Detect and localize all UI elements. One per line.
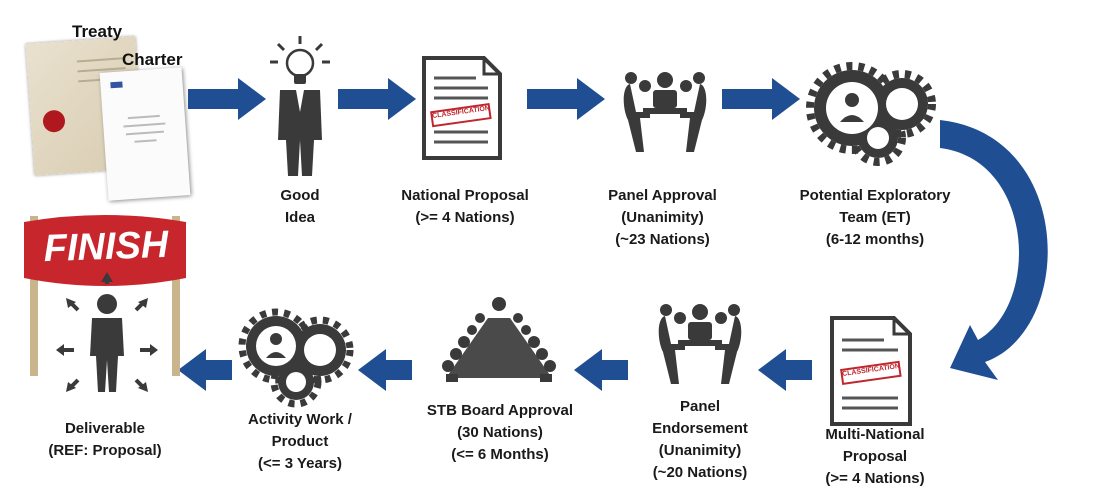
- gears-work-icon: [238, 308, 354, 408]
- proposal-document-icon: [422, 56, 502, 160]
- lightbulb-person-icon: [270, 36, 330, 176]
- multinational-document-icon: [830, 316, 912, 426]
- label-panel-approval: Panel Approval(Unanimity)(~23 Nations): [608, 187, 717, 248]
- flow-arrow-4: [722, 78, 800, 120]
- flow-arrow-curve: [940, 120, 1048, 380]
- panel-meeting-icon: [623, 72, 707, 152]
- flow-arrow-6: [574, 349, 628, 391]
- treaty-label: Treaty: [72, 22, 123, 41]
- finish-banner-icon: [24, 215, 186, 376]
- finish-banner-text: FINISH: [43, 223, 169, 271]
- label-national-proposal: National Proposal(>= 4 Nations): [401, 187, 529, 226]
- board-table-icon: [442, 297, 556, 382]
- label-activity-work: Activity Work /Product(<= 3 Years): [248, 411, 352, 472]
- panel-endorsement-icon: [658, 304, 742, 384]
- gears-team-icon: [806, 62, 936, 166]
- flow-arrow-2: [338, 78, 416, 120]
- label-deliverable: Deliverable(REF: Proposal): [48, 420, 162, 459]
- label-stb-board: STB Board Approval(30 Nations)(<= 6 Mont…: [426, 402, 574, 463]
- flow-arrow-5: [758, 349, 812, 391]
- flow-arrow-3: [527, 78, 605, 120]
- charter-label: Charter: [122, 50, 183, 69]
- flow-arrow-7: [358, 349, 412, 391]
- flow-arrow-1: [188, 78, 266, 120]
- flow-arrow-8: [178, 349, 232, 391]
- deliverable-person-icon: [56, 272, 158, 392]
